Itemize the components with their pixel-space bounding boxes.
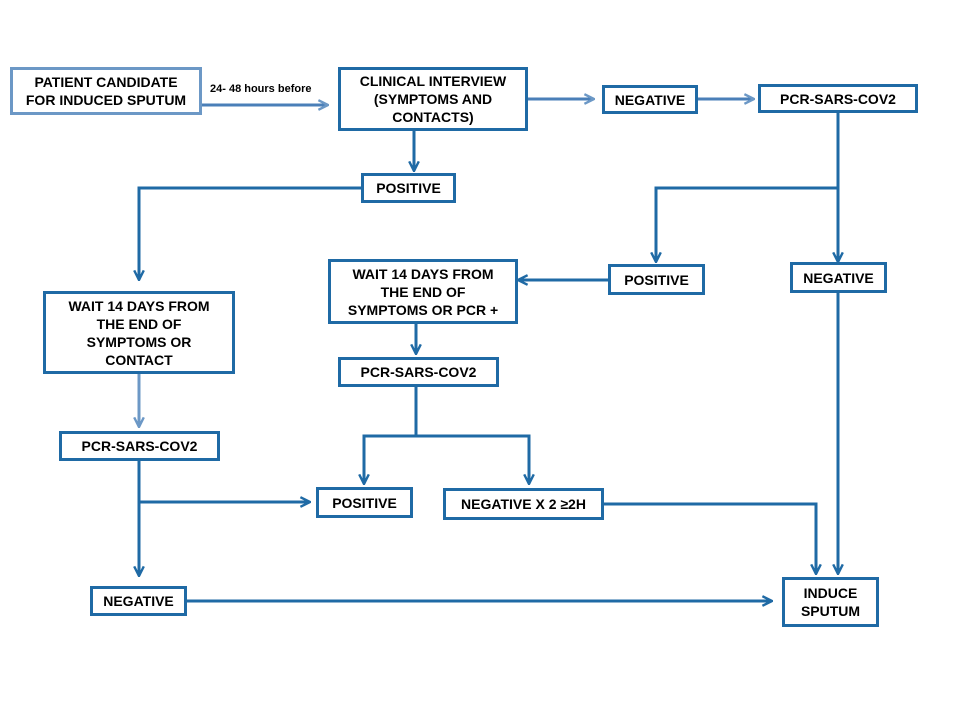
pcr-top-box: PCR-SARS-COV2 xyxy=(758,84,918,113)
pcr-left-box: PCR-SARS-COV2 xyxy=(59,431,220,461)
wait-contact-box: WAIT 14 DAYS FROM THE END OF SYMPTOMS OR… xyxy=(43,291,235,374)
clinical-interview-box: CLINICAL INTERVIEW (SYMPTOMS AND CONTACT… xyxy=(338,67,528,131)
patient-candidate-box: PATIENT CANDIDATE FOR INDUCED SPUTUM xyxy=(10,67,202,115)
negative-bottom-box: NEGATIVE xyxy=(90,586,187,616)
edge-positive-to-wait-contact xyxy=(139,186,362,280)
positive-interview-box: POSITIVE xyxy=(361,173,456,203)
edge-pcr-mid-to-negx2 xyxy=(416,434,529,484)
negative-pcr-top-box: NEGATIVE xyxy=(790,262,887,293)
edge-negx2-to-induce xyxy=(604,502,816,574)
edge-pcr-mid-split xyxy=(364,386,418,484)
wait-pcr-box: WAIT 14 DAYS FROM THE END OF SYMPTOMS OR… xyxy=(328,259,518,324)
edge-pcr-top-split xyxy=(656,113,840,262)
negative-interview-box: NEGATIVE xyxy=(602,85,698,114)
positive-pcr-top-box: POSITIVE xyxy=(608,264,705,295)
negative-x2-box: NEGATIVE X 2 ≥2H xyxy=(443,488,604,520)
timing-label: 24- 48 hours before xyxy=(210,83,312,95)
induce-sputum-box: INDUCE SPUTUM xyxy=(782,577,879,627)
positive-bottom-box: POSITIVE xyxy=(316,487,413,518)
edge-pcr-left-to-positive xyxy=(137,460,310,502)
pcr-mid-box: PCR-SARS-COV2 xyxy=(338,357,499,387)
